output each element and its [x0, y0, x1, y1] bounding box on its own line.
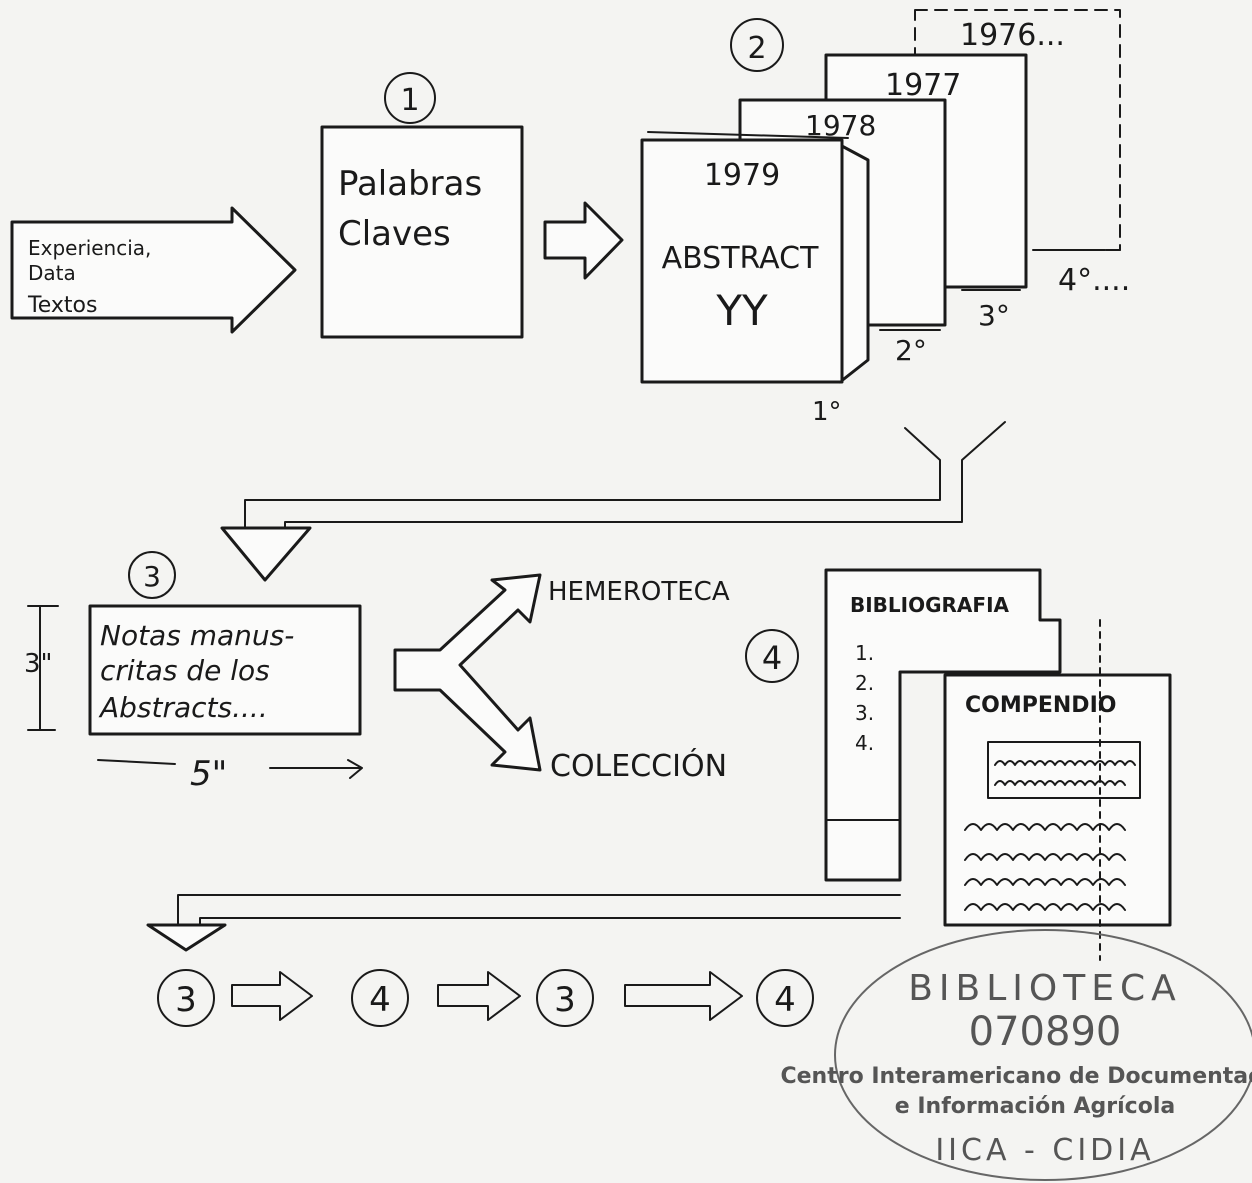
- loop-arrow: [146, 894, 901, 952]
- arrow-to-abstracts: [543, 201, 624, 280]
- step-3-number: 3: [143, 560, 161, 593]
- bibliography-item-1: 1.: [855, 641, 874, 665]
- step-4-number: 4: [762, 639, 782, 677]
- input-arrow-line1: Experiencia,: [28, 236, 151, 260]
- notes-card: Notas manus- critas de los Abstracts....…: [24, 604, 363, 794]
- notes-line3: Abstracts....: [98, 691, 268, 724]
- ordinal-3: 3°: [978, 299, 1010, 332]
- ordinal-2: 2°: [895, 334, 927, 367]
- iteration-sequence: 3 4 3 4: [157, 969, 814, 1027]
- step-1-number: 1: [400, 83, 419, 118]
- year-1979: 1979: [704, 158, 780, 193]
- input-arrow: Experiencia, Data Textos: [10, 206, 297, 334]
- bibliography-sheet: BIBLIOGRAFIA 1. 2. 3. 4.: [824, 568, 1062, 882]
- stamp-line1: Centro Interamericano de Documentación: [780, 1064, 1252, 1089]
- notes-line1: Notas manus-: [100, 619, 294, 652]
- ordinal-1: 1°: [812, 397, 842, 427]
- keywords-box: Palabras Claves: [320, 125, 524, 339]
- sequence-step-2: 4: [369, 980, 391, 1020]
- ordinal-4: 4°....: [1058, 263, 1130, 298]
- destination-hemeroteca: HEMEROTECA: [548, 577, 730, 607]
- year-1977: 1977: [885, 68, 961, 103]
- step-3-marker: 3: [128, 551, 176, 599]
- notes-width-label: 5": [190, 754, 227, 794]
- step-2-number: 2: [747, 31, 766, 66]
- input-arrow-line2: Data: [28, 261, 76, 285]
- compendium-title: COMPENDIO: [965, 693, 1116, 718]
- abstract-title: ABSTRACT: [662, 241, 820, 276]
- step-1-marker: 1: [384, 72, 436, 124]
- bibliography-title: BIBLIOGRAFIA: [850, 593, 1010, 617]
- notes-line2: critas de los: [100, 654, 270, 687]
- destination-coleccion: COLECCIÓN: [550, 747, 727, 784]
- return-arrow-to-notes: [220, 421, 1006, 582]
- abstract-subtitle: YY: [715, 286, 768, 335]
- abstracts-stack: 1976... 4°.... 1977 3° 1978 2° 1979 ABST…: [640, 9, 1130, 427]
- bibliography-item-3: 3.: [855, 701, 874, 725]
- stamp-arc-top: BIBLIOTECA: [908, 968, 1182, 1009]
- sequence-step-1: 3: [175, 980, 197, 1020]
- input-arrow-line3: Textos: [27, 293, 97, 318]
- keywords-line1: Palabras: [338, 164, 482, 204]
- step-4-marker: 4: [745, 629, 799, 683]
- bibliography-item-2: 2.: [855, 671, 874, 695]
- bibliography-item-4: 4.: [855, 731, 874, 755]
- keywords-line2: Claves: [338, 214, 451, 254]
- sequence-step-3: 3: [554, 980, 576, 1020]
- sequence-step-4: 4: [774, 980, 796, 1020]
- notes-height-label: 3": [24, 649, 53, 679]
- library-stamp: BIBLIOTECA 070890 Centro Interamericano …: [780, 929, 1252, 1181]
- split-arrow: HEMEROTECA COLECCIÓN: [393, 573, 730, 784]
- stamp-number: 070890: [969, 1009, 1122, 1055]
- step-2-marker: 2: [730, 18, 784, 72]
- stamp-line2: e Información Agrícola: [895, 1094, 1175, 1119]
- year-1976: 1976...: [960, 18, 1065, 53]
- stamp-arc-bottom: IICA - CIDIA: [935, 1133, 1154, 1168]
- compendium-sheet: COMPENDIO: [943, 619, 1172, 961]
